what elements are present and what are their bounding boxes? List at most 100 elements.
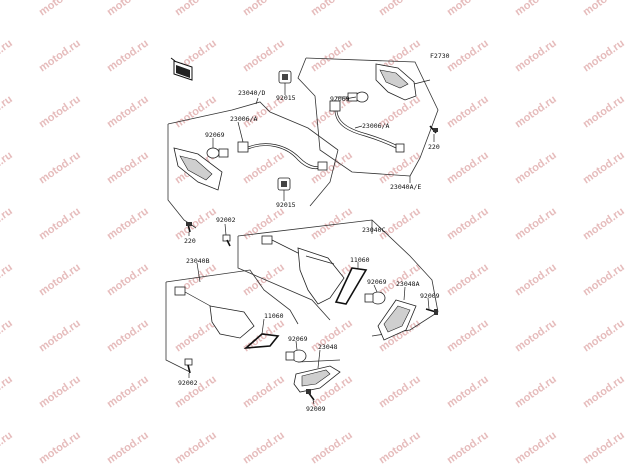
watermark-text: motod.ru xyxy=(0,0,15,18)
watermark-text: motod.ru xyxy=(377,0,423,18)
watermark-text: motod.ru xyxy=(581,205,625,242)
watermark-text: motod.ru xyxy=(445,205,491,242)
watermark-text: motod.ru xyxy=(445,0,491,18)
watermark-text: motod.ru xyxy=(309,149,355,186)
watermark-text: motod.ru xyxy=(377,373,423,410)
watermark-text: motod.ru xyxy=(173,317,219,354)
watermark-text: motod.ru xyxy=(0,373,15,410)
watermark-text: motod.ru xyxy=(105,149,151,186)
label-92002-mid: 92002 xyxy=(216,216,236,224)
bulb-92069-mid-right xyxy=(364,291,386,305)
watermark-text: motod.ru xyxy=(37,317,83,354)
label-220-left: 220 xyxy=(184,237,196,245)
label-92009-bottom: 92009 xyxy=(306,405,326,413)
watermark-text: motod.ru xyxy=(37,0,83,18)
bulb-92069-bottom xyxy=(285,349,307,363)
watermark-text: motod.ru xyxy=(513,93,559,130)
watermark-text: motod.ru xyxy=(0,317,15,354)
watermark-text: motod.ru xyxy=(513,317,559,354)
label-92015-top: 92015 xyxy=(276,94,296,102)
label-92002-bottom: 92002 xyxy=(178,379,198,387)
watermark-text: motod.ru xyxy=(0,149,15,186)
watermark-text: motod.ru xyxy=(513,205,559,242)
watermark-text: motod.ru xyxy=(37,37,83,74)
watermark-text: motod.ru xyxy=(445,149,491,186)
frame-23040ae xyxy=(297,57,439,177)
label-92069-bottom: 92069 xyxy=(288,335,308,343)
watermark-text: motod.ru xyxy=(241,261,287,298)
grommet-92015-top xyxy=(278,70,292,92)
watermark-text: motod.ru xyxy=(37,261,83,298)
bulb-92069-left xyxy=(206,147,229,159)
label-23006a-right: 23006/A xyxy=(362,122,389,130)
watermark-text: motod.ru xyxy=(173,205,219,242)
screw-92002-bottom xyxy=(184,358,193,374)
watermark-text: motod.ru xyxy=(581,37,625,74)
gasket-11060-left xyxy=(243,333,280,349)
lens-23048 xyxy=(293,365,341,393)
watermark-text: motod.ru xyxy=(241,37,287,74)
watermark-text: motod.ru xyxy=(241,373,287,410)
grommet-92015-mid xyxy=(277,177,291,199)
watermark-text: motod.ru xyxy=(105,261,151,298)
watermark-text: motod.ru xyxy=(581,373,625,410)
rear-signal-lens-upper xyxy=(375,63,431,101)
watermark-text: motod.ru xyxy=(37,93,83,130)
watermark-text: motod.ru xyxy=(581,149,625,186)
watermark-text: motod.ru xyxy=(513,373,559,410)
screw-220-left xyxy=(186,222,192,233)
watermark-text: motod.ru xyxy=(513,0,559,18)
watermark-text: motod.ru xyxy=(37,149,83,186)
screw-92009-right xyxy=(425,308,438,315)
watermark-text: motod.ru xyxy=(445,261,491,298)
part-labels: 92015 23040/D 23006/A 92069 92015 220 92… xyxy=(178,89,440,413)
front-signal-assembly-right xyxy=(261,235,345,305)
watermark-text: motod.ru xyxy=(105,93,151,130)
watermark-text: motod.ru xyxy=(513,429,559,466)
watermark-text: motod.ru xyxy=(37,373,83,410)
watermark-text: motod.ru xyxy=(581,93,625,130)
screw-220-right xyxy=(429,125,438,134)
watermark-text: motod.ru xyxy=(513,261,559,298)
watermark-text: motod.ru xyxy=(445,373,491,410)
label-92009-right: 92009 xyxy=(420,292,440,300)
watermark-text: motod.ru xyxy=(173,93,219,130)
label-92015-mid: 92015 xyxy=(276,201,296,209)
watermark-text: motod.ru xyxy=(173,0,219,18)
watermark-text: motod.ru xyxy=(0,205,15,242)
watermark-text: motod.ru xyxy=(377,429,423,466)
label-23048: 23048 xyxy=(318,343,338,351)
label-23040c: 23040C xyxy=(362,226,386,234)
label-23006a-left: 23006/A xyxy=(230,115,257,123)
watermark-text: motod.ru xyxy=(445,37,491,74)
watermark-text: motod.ru xyxy=(105,429,151,466)
watermark-text: motod.ru xyxy=(241,0,287,18)
leader-lines xyxy=(188,92,435,405)
watermark-text: motod.ru xyxy=(0,429,15,466)
watermark-text: motod.ru xyxy=(241,429,287,466)
watermark-text: motod.ru xyxy=(309,429,355,466)
label-92069-left: 92069 xyxy=(205,131,225,139)
watermark-text: motod.ru xyxy=(581,317,625,354)
label-23040b: 23040B xyxy=(186,257,210,265)
label-92069-upper-right: 92069 xyxy=(330,95,350,103)
lens-23048a xyxy=(377,299,417,341)
screw-92009-bottom xyxy=(306,389,315,401)
gasket-11060-right xyxy=(334,267,368,305)
watermark-text: motod.ru xyxy=(581,429,625,466)
watermark-text: motod.ru xyxy=(445,429,491,466)
label-11060-right: 11060 xyxy=(350,256,370,264)
label-23048a: 23048A xyxy=(396,280,420,288)
watermark-text: motod.ru xyxy=(37,205,83,242)
watermark-text: motod.ru xyxy=(105,37,151,74)
watermark-text: motod.ru xyxy=(105,317,151,354)
socket-harness-23006a-right xyxy=(329,100,405,153)
watermark-text: motod.ru xyxy=(445,317,491,354)
socket-harness-23006a-left xyxy=(237,141,328,171)
watermark-text: motod.ru xyxy=(377,205,423,242)
watermark-text: motod.ru xyxy=(309,205,355,242)
watermark-text: motod.ru xyxy=(0,37,15,74)
label-23040d: 23040/D xyxy=(238,89,265,97)
